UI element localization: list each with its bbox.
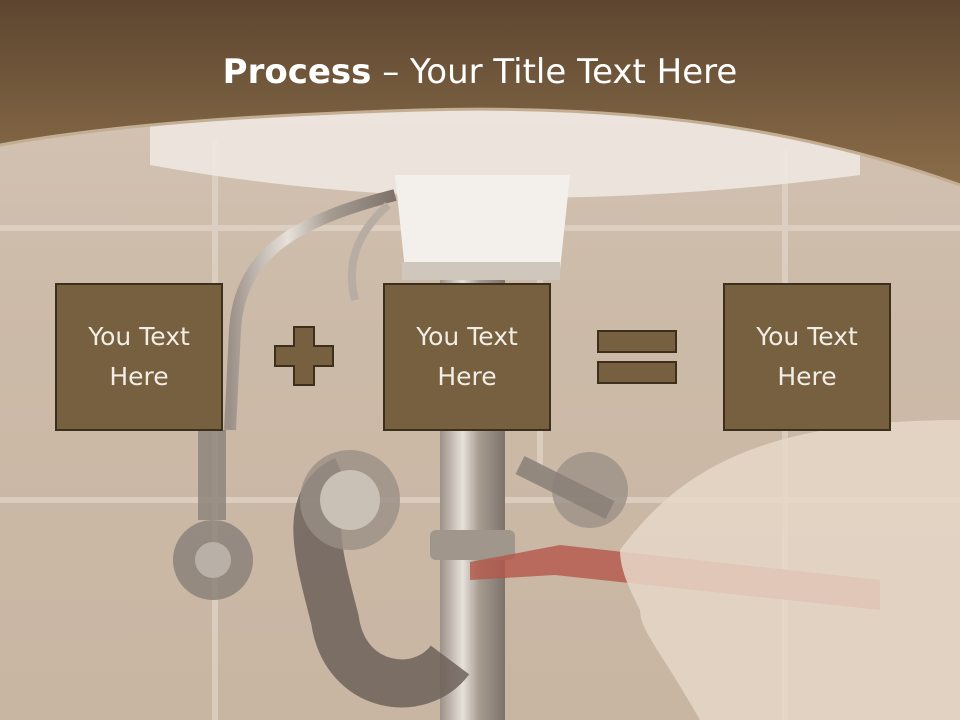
process-box-1[interactable]: You Text Here [55, 283, 223, 431]
equals-icon [597, 330, 677, 384]
slide-title: Process – Your Title Text Here [0, 52, 960, 92]
process-box-2-label: You Text Here [416, 322, 518, 391]
header-band [0, 0, 960, 187]
process-box-1-label: You Text Here [88, 322, 190, 391]
process-box-3-label: You Text Here [756, 322, 858, 391]
title-rest: Your Title Text Here [410, 52, 738, 92]
process-box-3[interactable]: You Text Here [723, 283, 891, 431]
process-box-2[interactable]: You Text Here [383, 283, 551, 431]
title-dash: – [371, 52, 411, 92]
title-bold: Process [222, 52, 372, 92]
plus-icon [274, 326, 334, 386]
